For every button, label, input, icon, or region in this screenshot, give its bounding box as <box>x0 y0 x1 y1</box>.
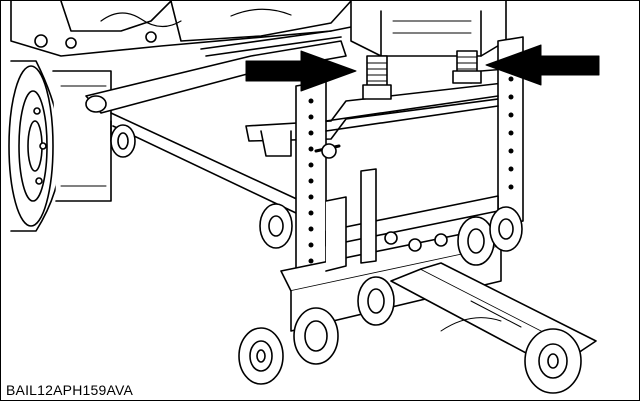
vehicle-underbody <box>10 1 507 57</box>
adjustment-screws <box>362 50 482 100</box>
arrow-left-icon <box>485 44 600 86</box>
arrow-right-icon <box>245 50 357 92</box>
caster-wheels <box>238 203 582 394</box>
suspension-arm <box>85 40 347 214</box>
figure-reference-code: BAIL12APH159AVA <box>6 382 137 398</box>
wheel-hub-assembly <box>8 60 112 232</box>
